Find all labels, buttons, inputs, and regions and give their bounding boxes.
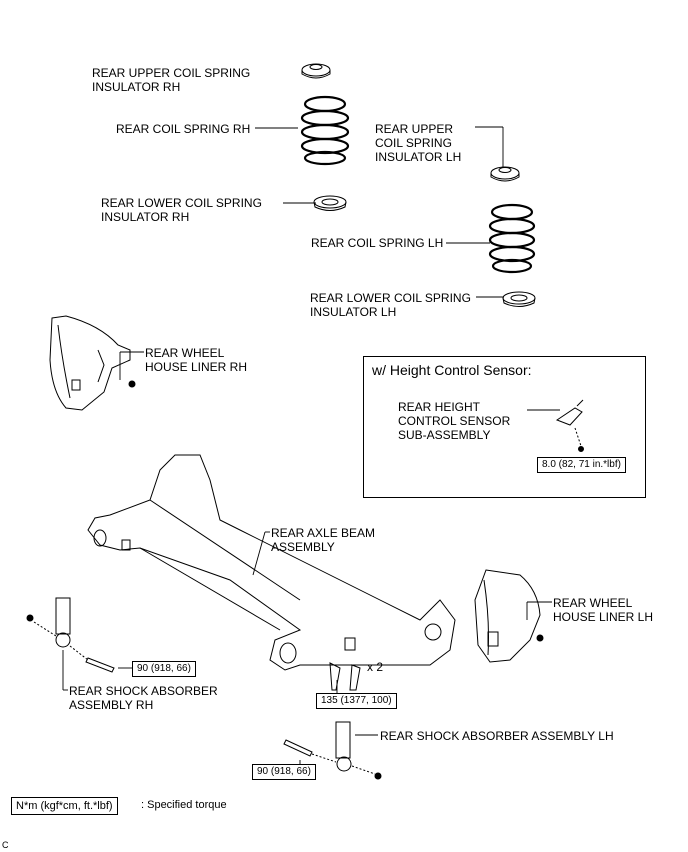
label-coil-spring-lh: REAR COIL SPRING LH	[311, 236, 444, 250]
upper-insulator-lh-drawing	[490, 166, 520, 182]
torque-height-sensor: 8.0 (82, 71 in.*lbf)	[537, 457, 626, 473]
label-wheel-house-liner-rh: REAR WHEEL HOUSE LINER RH	[145, 346, 248, 374]
label-lower-insulator-lh: REAR LOWER COIL SPRING INSULATOR LH	[310, 291, 471, 319]
corner-mark: C	[2, 840, 9, 850]
wheel-house-liner-lh-drawing	[474, 569, 544, 663]
label-coil-spring-rh: REAR COIL SPRING RH	[116, 122, 251, 136]
legend-unit-box: N*m (kgf*cm, ft.*lbf)	[11, 797, 118, 815]
torque-axle-beam-bolt: 135 (1377, 100)	[316, 693, 397, 709]
label-height-sensor: REAR HEIGHT CONTROL SENSOR SUB-ASSEMBLY	[398, 400, 511, 442]
torque-shock-rh: 90 (918, 66)	[132, 661, 196, 677]
label-upper-insulator-lh: REAR UPPER COIL SPRING INSULATOR LH	[375, 122, 462, 164]
label-upper-insulator-rh: REAR UPPER COIL SPRING INSULATOR RH	[92, 66, 251, 94]
shock-absorber-rh-drawing	[26, 597, 71, 648]
torque-shock-lh: 90 (918, 66)	[252, 764, 316, 780]
coil-spring-lh-drawing	[488, 203, 536, 274]
rear-axle-beam-drawing	[87, 454, 456, 671]
upper-insulator-rh-drawing	[301, 63, 331, 79]
label-wheel-house-liner-lh: REAR WHEEL HOUSE LINER LH	[553, 596, 654, 624]
label-quantity-x2: x 2	[367, 660, 384, 674]
coil-spring-rh-drawing	[300, 95, 350, 166]
bolt-rh-drawing	[69, 645, 115, 673]
label-shock-absorber-rh: REAR SHOCK ABSORBER ASSEMBLY RH	[69, 684, 218, 712]
shock-absorber-lh-drawing	[335, 721, 382, 780]
label-shock-absorber-lh: REAR SHOCK ABSORBER ASSEMBLY LH	[380, 729, 614, 743]
lower-insulator-lh-drawing	[502, 291, 536, 307]
label-axle-beam: REAR AXLE BEAM ASSEMBLY	[271, 526, 376, 554]
height-sensor-box-title: w/ Height Control Sensor:	[372, 362, 532, 378]
axle-beam-bolt-drawing	[329, 662, 361, 691]
height-control-sensor-drawing	[555, 399, 584, 452]
legend-description: : Specified torque	[141, 799, 227, 811]
lower-insulator-rh-drawing	[313, 195, 347, 211]
wheel-house-liner-rh-drawing	[49, 315, 136, 411]
bolt-lh-drawing	[283, 739, 337, 763]
label-lower-insulator-rh: REAR LOWER COIL SPRING INSULATOR RH	[101, 196, 262, 224]
height-control-sensor-box	[363, 356, 646, 498]
